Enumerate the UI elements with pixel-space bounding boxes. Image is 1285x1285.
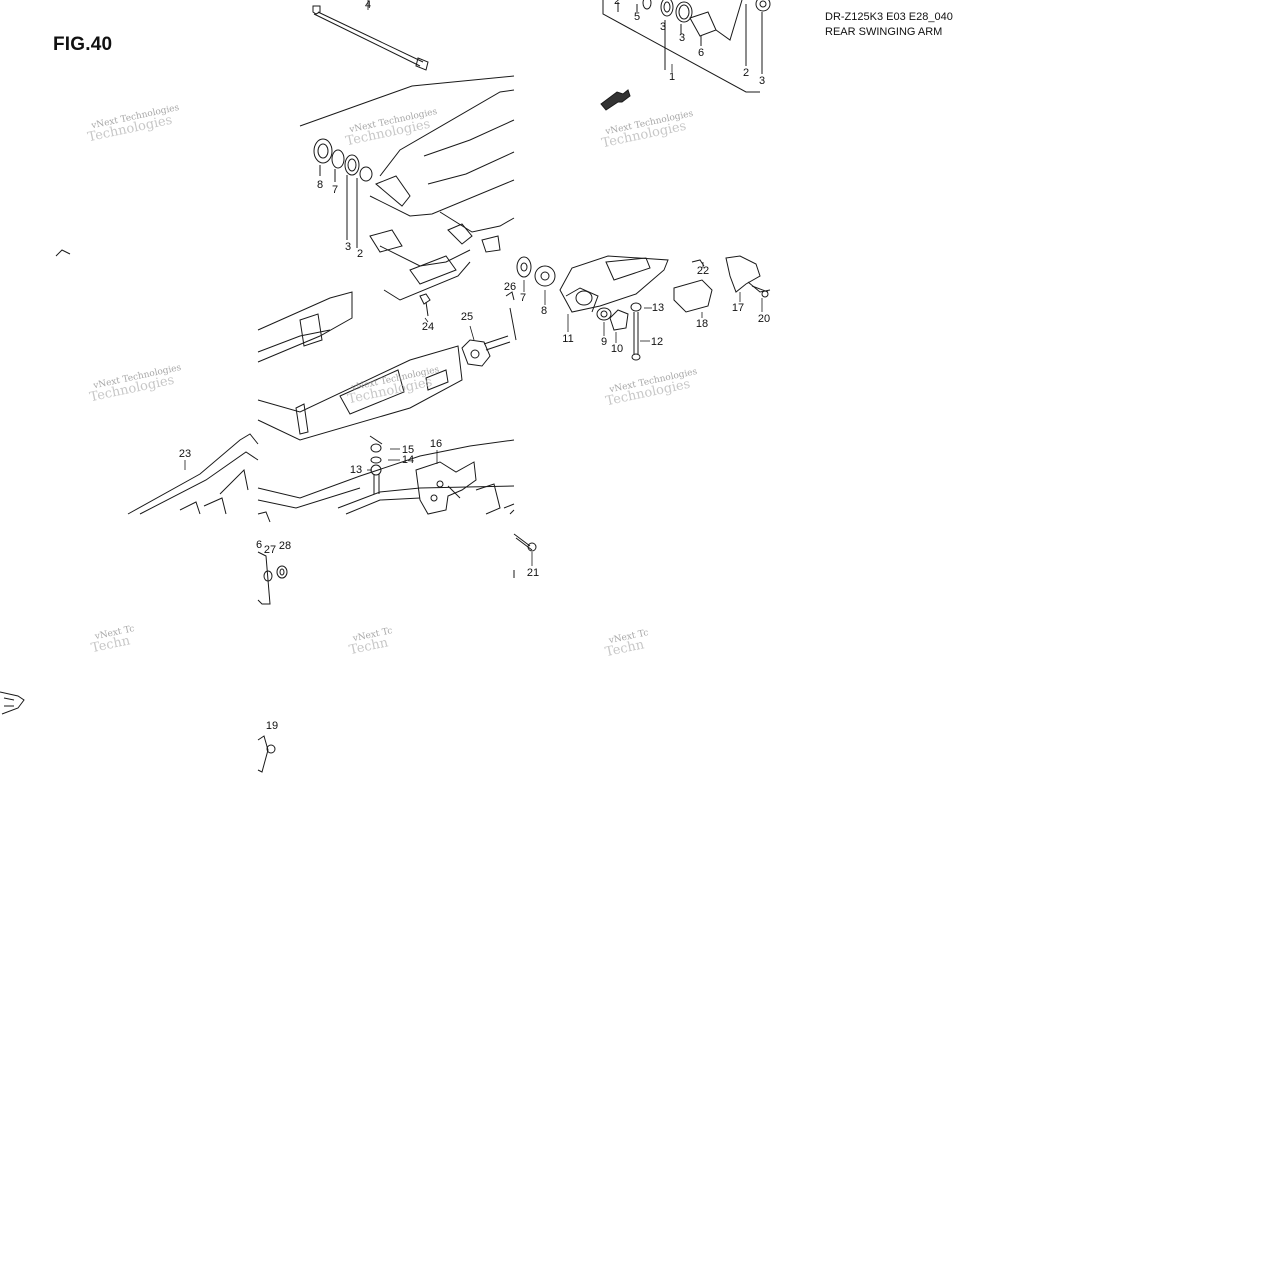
callout-7: 7	[331, 184, 339, 196]
callout-6: 6	[697, 47, 705, 59]
callout-21: 21	[526, 567, 540, 579]
edge-fragments	[0, 249, 71, 715]
callout-8: 8	[540, 305, 548, 317]
callout-3: 3	[758, 75, 766, 87]
callout-4: 4	[364, 0, 372, 11]
lower-bolt	[513, 533, 537, 578]
callout-10: 10	[610, 343, 624, 355]
callout-14: 14	[401, 454, 415, 466]
callout-3: 3	[344, 241, 352, 253]
callout-9: 9	[600, 336, 608, 348]
leader-lines	[184, 0, 763, 566]
fwd-arrow-icon	[600, 89, 631, 111]
callout-15: 15	[401, 444, 415, 456]
callout-13: 13	[349, 464, 363, 476]
pivot-parts-group	[602, 0, 771, 93]
left-pivot-hardware	[313, 138, 373, 248]
callout-18: 18	[695, 318, 709, 330]
callout-22: 22	[696, 265, 710, 277]
callout-2: 2	[356, 248, 364, 260]
callout-2: 2	[613, 0, 621, 7]
chain-adjuster-bolt	[369, 435, 383, 494]
callout-13: 13	[651, 302, 665, 314]
callout-12: 12	[650, 336, 664, 348]
callout-1: 1	[668, 71, 676, 83]
callout-27: 27	[263, 544, 277, 556]
chain-pad-parts	[673, 255, 771, 313]
callout-17: 17	[731, 302, 745, 314]
callout-20: 20	[757, 313, 771, 325]
callout-3: 3	[678, 32, 686, 44]
chain-case-parts	[505, 255, 669, 361]
callout-23: 23	[178, 448, 192, 460]
lower-fastener-parts	[257, 511, 288, 605]
figure-title: FIG.40	[53, 34, 113, 55]
callout-6: 6	[255, 539, 263, 551]
callout-3: 3	[659, 21, 667, 33]
callout-28: 28	[278, 540, 292, 552]
pivot-bolt-part	[312, 5, 429, 71]
chain-adjuster-plate	[461, 335, 511, 367]
callout-8: 8	[316, 179, 324, 191]
callout-24: 24	[421, 321, 435, 333]
swingarm-body	[257, 75, 515, 515]
chain-guard	[127, 433, 259, 515]
callout-5: 5	[633, 11, 641, 23]
callout-11: 11	[562, 333, 574, 345]
callout-2: 2	[742, 67, 750, 79]
callout-26: 26	[503, 281, 517, 293]
bracket-bolt	[419, 293, 431, 317]
callout-7: 7	[519, 292, 527, 304]
chain-guide-bracket	[415, 461, 515, 515]
model-code: DR-Z125K3 E03 E28_040	[825, 11, 953, 23]
callout-16: 16	[429, 438, 443, 450]
callout-25: 25	[460, 311, 474, 323]
diagram-subtitle: REAR SWINGING ARM	[825, 26, 943, 38]
bottom-bolt	[257, 735, 276, 773]
callout-19: 19	[265, 720, 279, 732]
